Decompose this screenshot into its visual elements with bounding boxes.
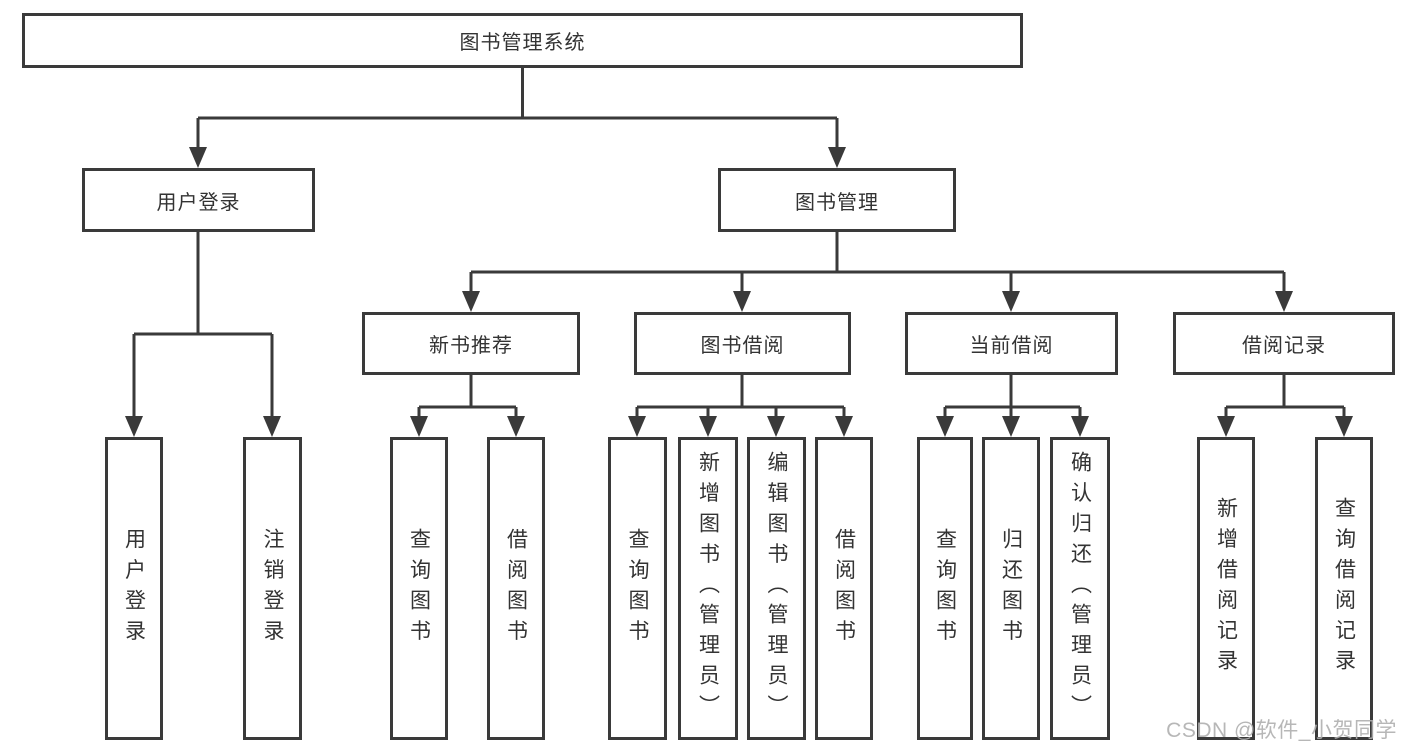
node-book-management-label: 图书管理 — [795, 191, 879, 214]
node-root-system: 图书管理系统 — [22, 13, 1023, 68]
leaf-return-books: 归还图书 — [982, 437, 1040, 740]
node-current-borrowing-label: 当前借阅 — [969, 335, 1054, 357]
leaf-query-books-2-label: 查询图书 — [626, 527, 649, 650]
leaf-borrow-books-1: 借阅图书 — [487, 437, 545, 740]
node-book-borrowing-label: 图书借阅 — [700, 335, 785, 357]
node-current-borrowing: 当前借阅 — [905, 312, 1118, 375]
leaf-logout-label: 注销登录 — [261, 527, 284, 650]
leaf-query-books-3: 查询图书 — [917, 437, 973, 740]
node-user-login-label: 用户登录 — [156, 191, 241, 214]
leaf-borrow-books-1-label: 借阅图书 — [504, 527, 528, 650]
leaf-return-books-label: 归还图书 — [999, 527, 1023, 650]
node-book-borrowing: 图书借阅 — [634, 312, 851, 375]
leaf-user-login: 用户登录 — [105, 437, 163, 740]
leaf-user-login-label: 用户登录 — [122, 527, 146, 650]
leaf-add-borrow-record: 新增借阅记录 — [1197, 437, 1255, 740]
node-borrowing-records-label: 借阅记录 — [1242, 335, 1326, 357]
leaf-query-books-2: 查询图书 — [608, 437, 667, 740]
leaf-add-borrow-record-label: 新增借阅记录 — [1214, 497, 1238, 680]
leaf-add-books-admin: 新增图书（管理员） — [678, 437, 738, 740]
leaf-query-books-1: 查询图书 — [390, 437, 448, 740]
leaf-add-books-admin-label: 新增图书（管理员） — [696, 451, 720, 726]
leaf-confirm-return-admin: 确认归还（管理员） — [1050, 437, 1110, 740]
csdn-watermark: CSDN @软件_小贺同学 — [1166, 719, 1397, 742]
node-book-management: 图书管理 — [718, 168, 956, 232]
node-root-label: 图书管理系统 — [459, 32, 586, 54]
arrowheads — [125, 147, 1353, 437]
leaf-query-books-3-label: 查询图书 — [933, 527, 957, 650]
leaf-query-borrow-record-label: 查询借阅记录 — [1332, 497, 1356, 680]
node-new-book-recommend-label: 新书推荐 — [429, 335, 513, 357]
node-borrowing-records: 借阅记录 — [1173, 312, 1395, 375]
leaf-borrow-books-2: 借阅图书 — [815, 437, 873, 740]
node-new-book-recommend: 新书推荐 — [362, 312, 580, 375]
leaf-query-books-1-label: 查询图书 — [407, 527, 431, 650]
leaf-query-borrow-record: 查询借阅记录 — [1315, 437, 1373, 740]
node-user-login: 用户登录 — [82, 168, 315, 232]
leaf-borrow-books-2-label: 借阅图书 — [832, 527, 856, 650]
leaf-edit-books-admin: 编辑图书（管理员） — [747, 437, 806, 740]
leaf-edit-books-admin-label: 编辑图书（管理员） — [765, 451, 788, 726]
leaf-logout: 注销登录 — [243, 437, 302, 740]
leaf-confirm-return-admin-label: 确认归还（管理员） — [1068, 451, 1092, 726]
